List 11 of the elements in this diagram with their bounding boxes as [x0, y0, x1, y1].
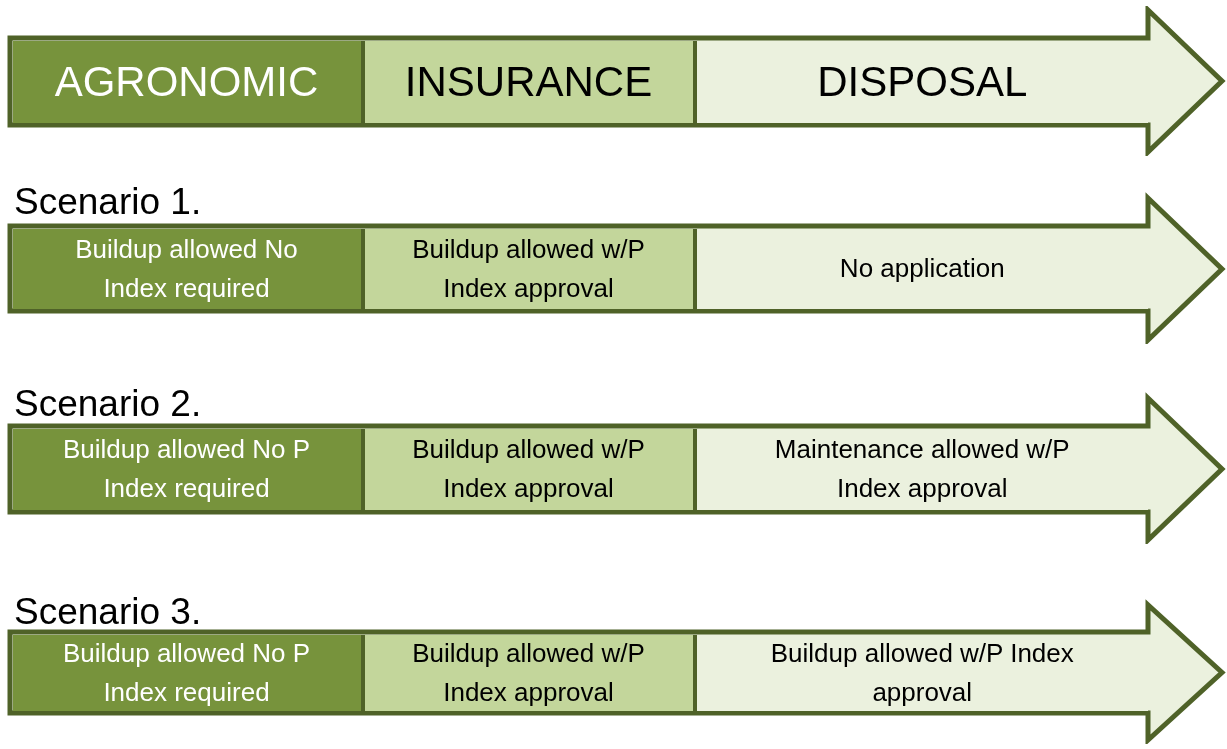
stage-segment: AGRONOMIC — [12, 40, 365, 123]
stage-segment: Buildup allowed w/P Index approval — [364, 228, 697, 309]
scenario-heading: Scenario 2. — [14, 384, 202, 424]
stage-segment: INSURANCE — [364, 40, 697, 123]
stage-segment: Buildup allowed No Index required — [12, 228, 365, 309]
scenario-heading: Scenario 3. — [14, 592, 202, 632]
stage-segment: Buildup allowed w/P Index approval — [364, 428, 697, 510]
stage-segment: Buildup allowed No P Index required — [12, 428, 365, 510]
stage-segment: Buildup allowed w/P Index approval — [364, 634, 697, 711]
scenario-heading: Scenario 1. — [14, 182, 202, 222]
stage-segment: Buildup allowed No P Index required — [12, 634, 365, 711]
